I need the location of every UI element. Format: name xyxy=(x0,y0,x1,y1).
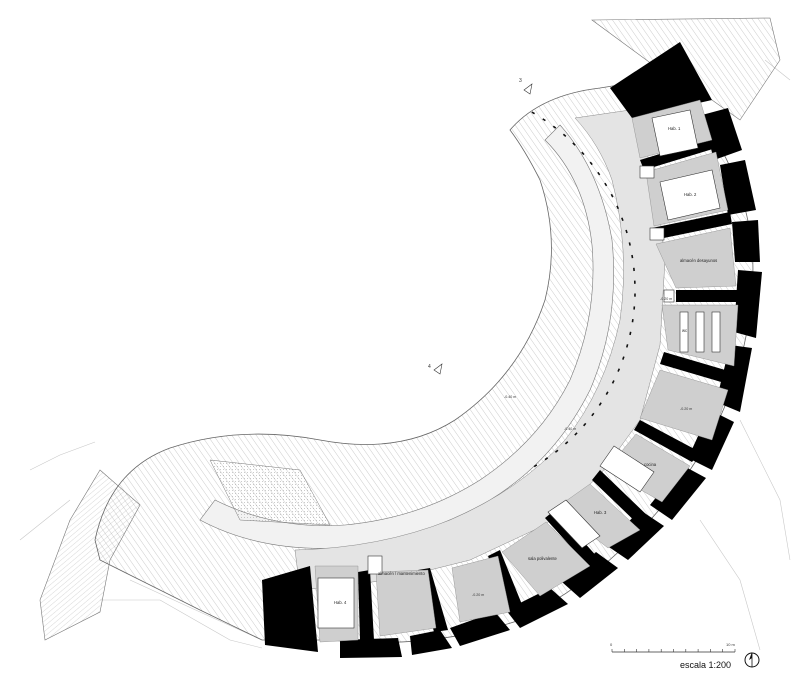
gallery-column xyxy=(604,182,608,187)
scale-tick-start: 0 xyxy=(610,642,613,647)
section-marker-top: 3 xyxy=(519,78,533,95)
room-label-wc: wc xyxy=(682,328,687,333)
gallery-column xyxy=(591,412,595,417)
gallery-column xyxy=(533,464,538,468)
room-label-hab3: Hab. 3 xyxy=(594,510,607,515)
level-label-b: -0.40 m xyxy=(504,395,516,399)
gallery-column xyxy=(631,318,634,323)
gallery-column xyxy=(629,331,632,336)
gallery-column xyxy=(542,118,546,122)
gallery-column xyxy=(564,441,569,445)
gallery-column xyxy=(597,171,601,176)
site-contours xyxy=(19,59,791,651)
gallery-column xyxy=(634,293,636,297)
gallery-column xyxy=(531,111,535,115)
gallery-column xyxy=(625,344,629,348)
room-label-hab4: Hab. 4 xyxy=(334,600,347,605)
room-label-sala-polivalente: sala polivalente xyxy=(528,556,558,561)
gallery-column xyxy=(610,193,614,198)
gallery-column xyxy=(544,457,549,461)
gallery-column xyxy=(574,432,578,436)
gallery-column xyxy=(631,254,634,259)
gallery-column xyxy=(633,267,635,272)
level-label-e: -0.20 m xyxy=(660,297,672,301)
gallery-column xyxy=(628,242,631,246)
scale-label: escala 1:200 xyxy=(680,660,731,670)
scale-bar: 0 10 m escala 1:200 xyxy=(610,642,736,670)
room-label-almacen-desayunos: almacén desayunos xyxy=(680,258,717,263)
level-labels: -0.20 m -0.40 m -0.40 m -0.20 m -0.20 m xyxy=(472,297,692,597)
gallery-column xyxy=(572,142,576,146)
gallery-walkway xyxy=(199,124,614,549)
gallery-column xyxy=(581,151,585,156)
gallery-column xyxy=(633,280,636,284)
exterior-walls xyxy=(262,42,762,658)
stepped-seating xyxy=(209,459,331,526)
gallery-column xyxy=(583,422,587,427)
level-label-c: -0.40 m xyxy=(564,427,576,431)
gallery-column xyxy=(562,133,567,137)
room-label-hab1: Hab. 1 xyxy=(668,126,681,131)
gallery-column xyxy=(625,229,628,234)
room-label-almacen-mantenimiento: almacén / mantenimiento xyxy=(378,571,425,576)
gallery-column xyxy=(589,161,593,166)
furniture xyxy=(317,109,721,629)
gallery-column xyxy=(554,449,559,453)
gallery-columns xyxy=(531,111,636,468)
room-labels: Hab. 1 Hab. 2 almacén desayunos wc cocin… xyxy=(334,126,717,605)
room-label-hab2: Hab. 2 xyxy=(684,192,697,197)
gallery-column xyxy=(617,368,621,372)
gallery-column xyxy=(598,402,602,406)
gallery-column xyxy=(616,205,620,210)
gallery-column xyxy=(621,217,624,222)
gallery-floor xyxy=(294,109,666,591)
north-arrow-icon xyxy=(744,652,760,668)
svg-text:3: 3 xyxy=(519,78,522,84)
gallery-column xyxy=(633,306,636,310)
section-marker-center: 4 xyxy=(428,363,443,375)
level-label-d: -0.20 m xyxy=(472,593,484,597)
gallery-column xyxy=(622,356,625,360)
gallery-column xyxy=(611,380,615,384)
level-label-a: -0.20 m xyxy=(680,407,692,411)
scale-tick-end: 10 m xyxy=(726,642,736,647)
svg-text:4: 4 xyxy=(428,364,431,370)
gallery-column xyxy=(552,125,557,129)
room-label-cocina: cocina xyxy=(644,462,657,467)
gallery-column xyxy=(605,391,609,395)
